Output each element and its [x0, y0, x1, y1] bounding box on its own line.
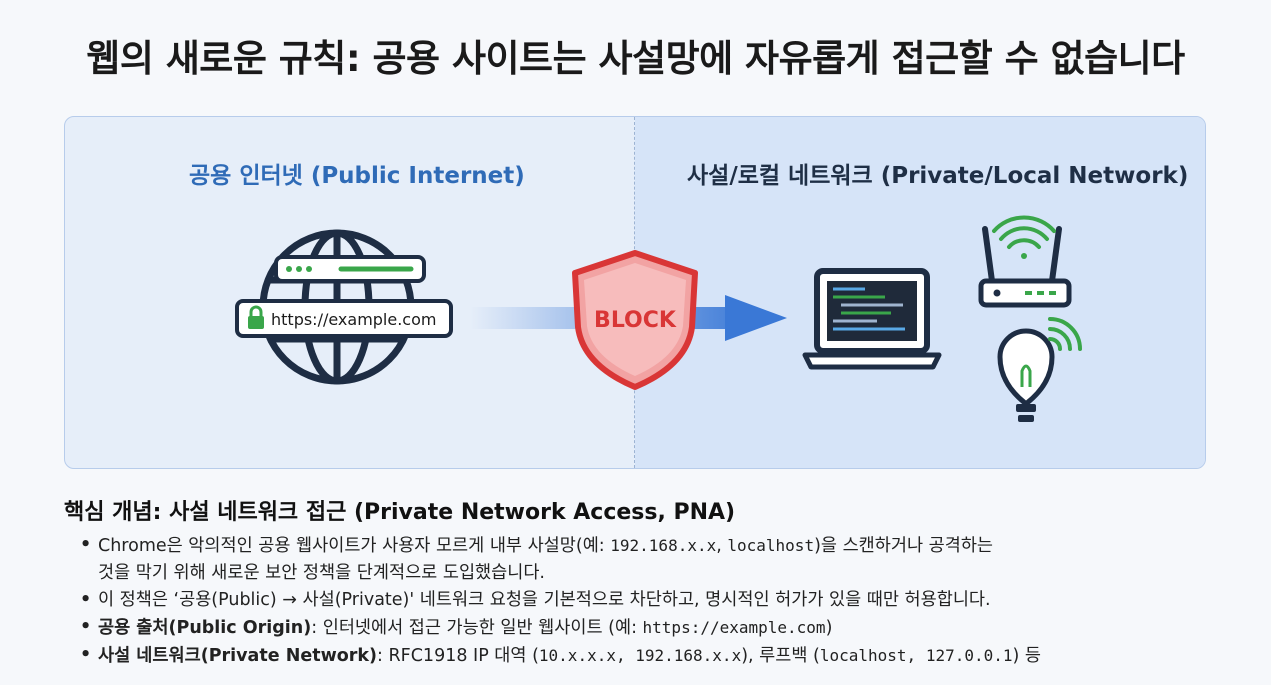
laptop-icon [802, 268, 942, 370]
concepts-list: Chrome은 악의적인 공용 웹사이트가 사용자 모르게 내부 사설망(예: … [64, 532, 1244, 670]
router-icon [978, 226, 1072, 308]
private-network-label: 사설/로컬 네트워크 (Private/Local Network) [687, 163, 1189, 189]
page-title: 웹의 새로운 규칙: 공용 사이트는 사설망에 자유롭게 접근할 수 없습니다 [86, 37, 1185, 80]
lock-icon [248, 305, 264, 329]
wifi-icon [992, 215, 1056, 259]
url-text: https://example.com [271, 310, 436, 329]
concepts-heading: 핵심 개념: 사설 네트워크 접근 (Private Network Acces… [64, 500, 736, 525]
browser-window-icon [274, 255, 426, 283]
shield-icon: BLOCK [572, 250, 698, 390]
list-item: Chrome은 악의적인 공용 웹사이트가 사용자 모르게 내부 사설망(예: … [80, 532, 1244, 587]
lightbulb-icon [997, 317, 1082, 422]
network-diagram-panel: 공용 인터넷 (Public Internet) 사설/로컬 네트워크 (Pri… [64, 116, 1206, 469]
diagram-graphics: https://example.com BLOCK [235, 215, 1082, 422]
list-item: 공용 출처(Public Origin): 인터넷에서 접근 가능한 일반 웹사… [80, 614, 1244, 642]
list-item: 사설 네트워크(Private Network): RFC1918 IP 대역 … [80, 642, 1244, 670]
block-label: BLOCK [594, 308, 677, 333]
key-concepts-section: 핵심 개념: 사설 네트워크 접근 (Private Network Acces… [64, 494, 1244, 670]
public-internet-label: 공용 인터넷 (Public Internet) [189, 163, 525, 189]
url-bar: https://example.com [235, 299, 453, 338]
list-item: 이 정책은 ‘공용(Public) → 사설(Private)' 네트워크 요청… [80, 587, 1244, 614]
